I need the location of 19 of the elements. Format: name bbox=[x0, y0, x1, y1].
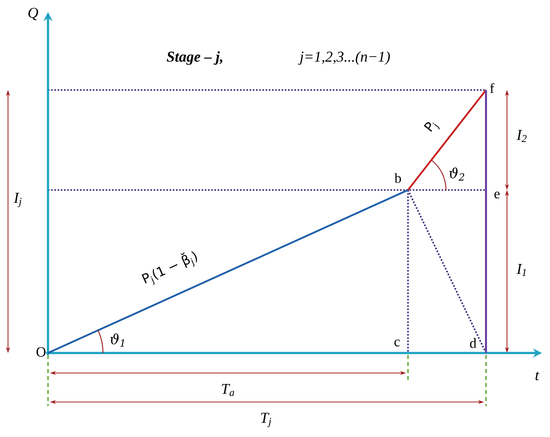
dimension-label: I$_{1}$ bbox=[516, 264, 526, 276]
dimension-label: T$_{j}$ bbox=[261, 412, 272, 428]
angle-label: ϑ$_{2}$ bbox=[449, 167, 464, 181]
dimension-label: I$_{j}$ bbox=[14, 192, 22, 208]
point-label: e bbox=[494, 192, 500, 198]
point-label: d bbox=[470, 338, 476, 348]
point-label: O bbox=[36, 347, 46, 357]
slope-label: P$_{j}$(1 − β̆$_{j}$) bbox=[142, 252, 197, 286]
point-label: b bbox=[394, 173, 401, 183]
stage-range: j=1,2,3...(n−1) bbox=[298, 51, 390, 65]
slope-label: P$_{j}$ bbox=[424, 122, 440, 132]
point-label: c bbox=[394, 340, 400, 346]
dimension-label: I$_{2}$ bbox=[516, 130, 527, 142]
point-label: f bbox=[490, 83, 494, 93]
dimension-label: T$_{a}$ bbox=[222, 384, 234, 396]
title: Stage – j, bbox=[166, 51, 222, 65]
axis-label: t bbox=[536, 372, 540, 380]
axis-label: Q bbox=[28, 8, 38, 20]
angle-label: ϑ$_{1}$ bbox=[110, 333, 124, 347]
